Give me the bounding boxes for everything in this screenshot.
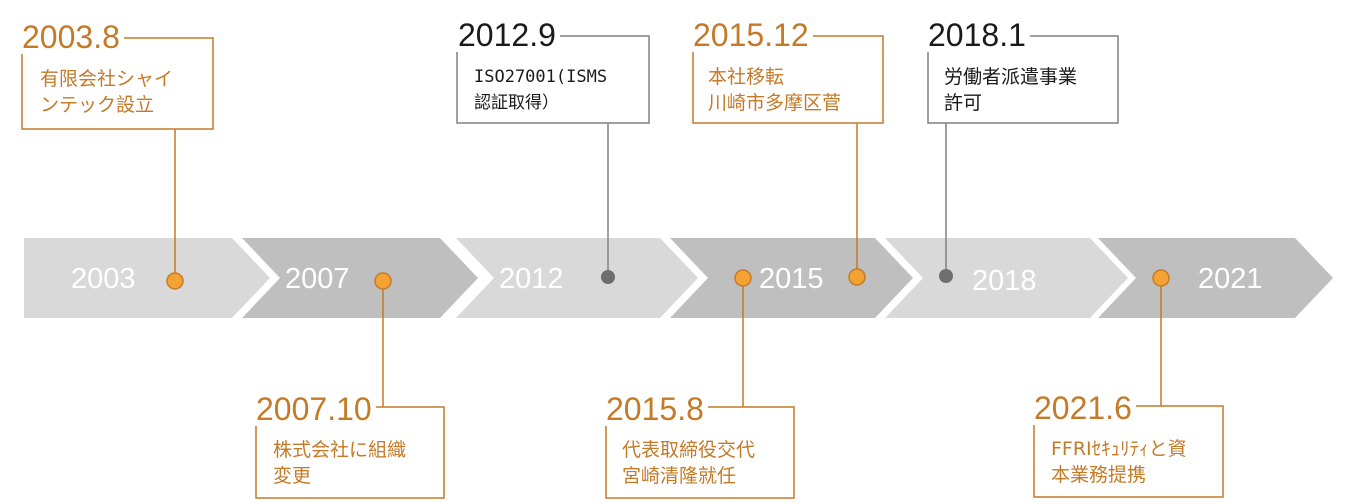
arrow-segment-2003 — [24, 238, 270, 318]
year-label-2012: 2012 — [499, 263, 564, 295]
marker-2003-8 — [166, 272, 184, 290]
arrow-segment-2012 — [456, 238, 698, 318]
marker-2015-12 — [848, 268, 866, 286]
event-text-2021-6: FFRIｾｷｭﾘﾃｨと資 本業務提携 — [1051, 438, 1187, 486]
marker-2015-8 — [734, 269, 752, 287]
marker-2007-10 — [374, 272, 392, 290]
timeline-arrows — [24, 238, 1333, 318]
event-text-2015-8: 代表取締役交代 宮崎清隆就任 — [622, 439, 756, 487]
arrow-segment-2015 — [670, 238, 913, 318]
year-label-2003: 2003 — [71, 263, 136, 295]
event-date-2018-1: 2018.1 — [926, 18, 1030, 52]
event-date-2003-8: 2003.8 — [20, 20, 124, 54]
year-label-2007: 2007 — [285, 263, 350, 295]
event-date-2012-9: 2012.9 — [456, 18, 560, 52]
arrow-segment-2007 — [242, 238, 478, 318]
year-label-2018: 2018 — [972, 265, 1037, 297]
marker-2012-9 — [601, 270, 615, 284]
arrow-segment-2021 — [1098, 238, 1333, 318]
event-text-2015-12: 本社移転 川崎市多摩区菅 — [708, 66, 842, 114]
marker-2021-6 — [1152, 269, 1170, 287]
event-date-2015-12: 2015.12 — [691, 18, 813, 52]
event-date-2007-10: 2007.10 — [254, 392, 376, 426]
event-text-2007-10: 株式会社に組織 変更 — [273, 439, 407, 487]
event-text-2012-9: ISO27001(ISMS 認証取得） — [474, 67, 608, 113]
event-date-2021-6: 2021.6 — [1032, 391, 1136, 425]
year-label-2021: 2021 — [1198, 263, 1263, 295]
marker-2018-1 — [939, 269, 953, 283]
event-date-2015-8: 2015.8 — [604, 392, 708, 426]
year-label-2015: 2015 — [759, 263, 824, 295]
event-text-2003-8: 有限会社シャイ ンテック設立 — [40, 68, 174, 116]
event-text-2018-1: 労働者派遣事業 許可 — [944, 66, 1078, 114]
